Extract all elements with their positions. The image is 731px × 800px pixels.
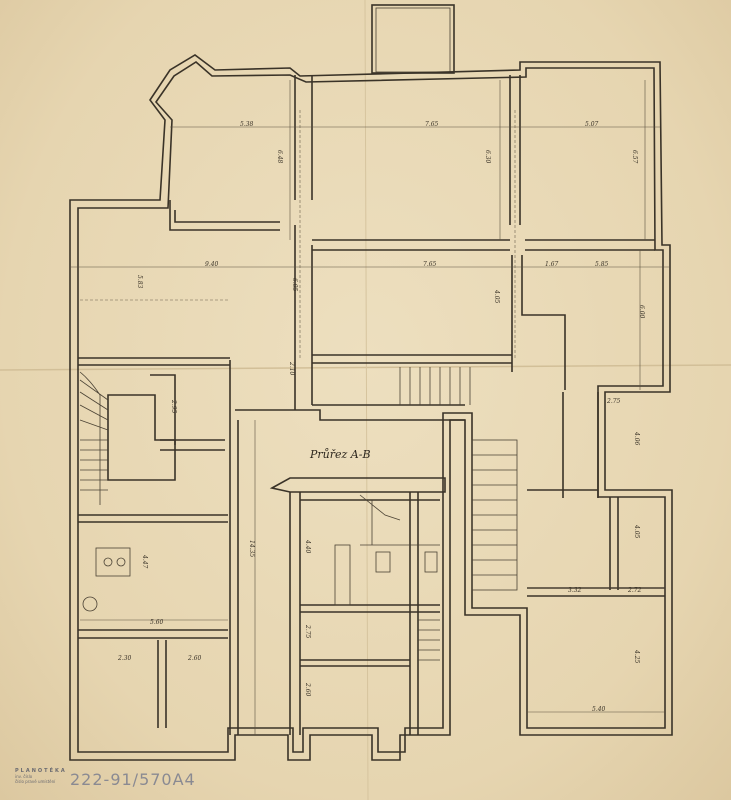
dim-label: 9.40 <box>205 261 219 268</box>
fold-line <box>0 364 731 371</box>
stamp-line: číslo pravé umístění <box>15 779 56 784</box>
stamp-title: PLANOTÉKA <box>15 768 67 774</box>
dimension-labels: 5.38 7.65 5.07 6.48 6.30 6.57 9.40 7.65 … <box>117 121 645 713</box>
dim-label: 5.40 <box>592 706 606 713</box>
fold-line <box>364 0 369 800</box>
section-a-b: Průřez A-B <box>269 448 446 735</box>
section-label: Průřez A-B <box>309 448 371 461</box>
dim-label: 4.05 <box>493 289 500 304</box>
dim-label: 4.47 <box>141 554 148 569</box>
staircase-hall <box>399 367 471 405</box>
outer-walls <box>69 54 673 761</box>
dim-label: 2.60 <box>304 682 311 697</box>
dim-label: 2.95 <box>170 399 177 414</box>
dim-label: 6.57 <box>631 150 638 164</box>
dim-label: 7.65 <box>425 121 439 128</box>
dim-label: 2.72 <box>627 587 642 594</box>
dim-label: 4.25 <box>633 649 640 664</box>
dim-label: 5.38 <box>240 121 254 128</box>
stamp-line: inv. číslo <box>15 774 33 779</box>
dim-label: 6.30 <box>484 150 491 164</box>
dim-label: 5.07 <box>585 121 599 128</box>
dim-label: 5.83 <box>136 275 143 289</box>
kitchen-stove <box>82 547 131 612</box>
staircase-left <box>79 371 109 505</box>
dim-label: 2.10 <box>288 361 295 376</box>
dim-label: 5.60 <box>150 619 164 626</box>
dimension-lines <box>70 80 670 735</box>
dim-label: 2.30 <box>117 655 132 662</box>
dim-label: 7.65 <box>423 261 437 268</box>
handwritten-reference: 222-91/570A4 <box>70 770 196 789</box>
dim-label: 4.40 <box>304 539 311 554</box>
dim-label: 2.75 <box>304 624 311 639</box>
sink-icon <box>82 596 98 612</box>
dim-label: 14.35 <box>248 540 255 557</box>
dim-label: 2.75 <box>606 398 621 405</box>
dim-label: 4.06 <box>633 431 640 446</box>
dim-label: 2.60 <box>187 655 202 662</box>
dim-label: 1.67 <box>545 261 559 268</box>
dim-label: 6.00 <box>638 305 645 319</box>
dim-label: 4.05 <box>633 524 640 539</box>
archive-stamp: PLANOTÉKA inv. číslo číslo pravé umístěn… <box>15 768 67 784</box>
hidden-lines <box>80 110 516 360</box>
balcony <box>371 4 455 74</box>
dim-label: 6.48 <box>276 150 283 164</box>
dim-label: 5.85 <box>595 261 609 268</box>
balcony-inner <box>375 7 451 73</box>
dim-label: 6.05 <box>291 278 298 292</box>
interior-walls <box>78 75 665 735</box>
staircase-right <box>471 439 518 591</box>
dim-label: 3.32 <box>568 587 582 594</box>
